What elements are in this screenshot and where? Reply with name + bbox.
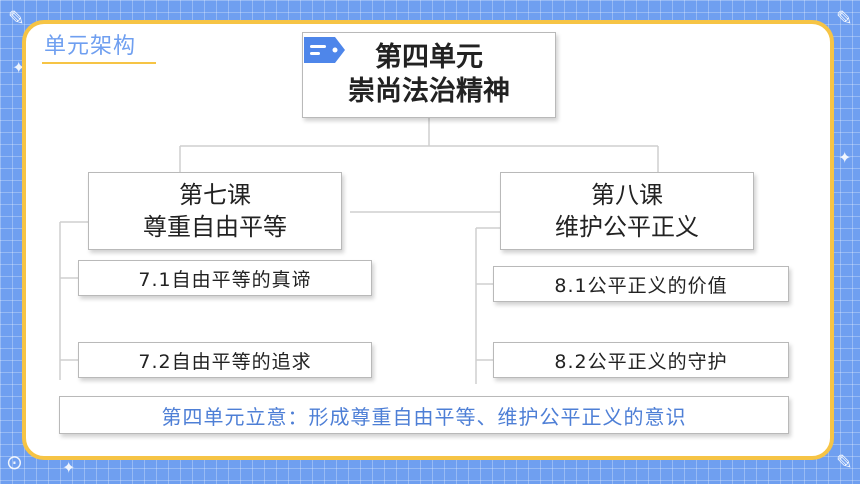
lesson-8-node: 第八课 维护公平正义 [500,172,754,250]
star-icon: ✦ [62,458,76,477]
lesson-8-item-1-label: 8.1公平正义的价值 [554,274,728,297]
lesson-7-item-1-label: 7.1自由平等的真谛 [138,268,312,291]
lesson-7-title: 第七课 [179,180,251,209]
lesson-7-node: 第七课 尊重自由平等 [88,172,342,250]
lesson-7-item-2: 7.2自由平等的追求 [78,342,372,378]
lesson-7-subtitle: 尊重自由平等 [143,213,287,241]
lesson-8-subtitle: 维护公平正义 [555,213,699,241]
lesson-8-item-2-label: 8.2公平正义的守护 [554,350,728,373]
tag-icon [304,37,345,63]
unit-summary-text: 第四单元立意：形成尊重自由平等、维护公平正义的意识 [161,404,687,429]
section-title: 单元架构 [44,34,137,59]
lesson-7-item-1: 7.1自由平等的真谛 [78,260,372,296]
lesson-8-item-2: 8.2公平正义的守护 [493,342,789,378]
lesson-7-item-2-label: 7.2自由平等的追求 [138,350,312,373]
pencil-icon: ✎ [836,450,853,474]
compass-icon: ⊙ [6,450,23,474]
root-node: 第四单元 崇尚法治精神 [302,32,556,118]
lesson-8-item-1: 8.1公平正义的价值 [493,266,789,302]
unit-summary: 第四单元立意：形成尊重自由平等、维护公平正义的意识 [59,396,789,434]
ruler-icon: ✎ [836,6,853,30]
root-subtitle: 崇尚法治精神 [348,76,510,107]
section-title-underline [42,62,156,64]
star-icon: ✦ [838,148,852,167]
root-title: 第四单元 [375,42,483,74]
pencil-icon: ✎ [8,6,25,30]
lesson-8-title: 第八课 [591,180,663,209]
